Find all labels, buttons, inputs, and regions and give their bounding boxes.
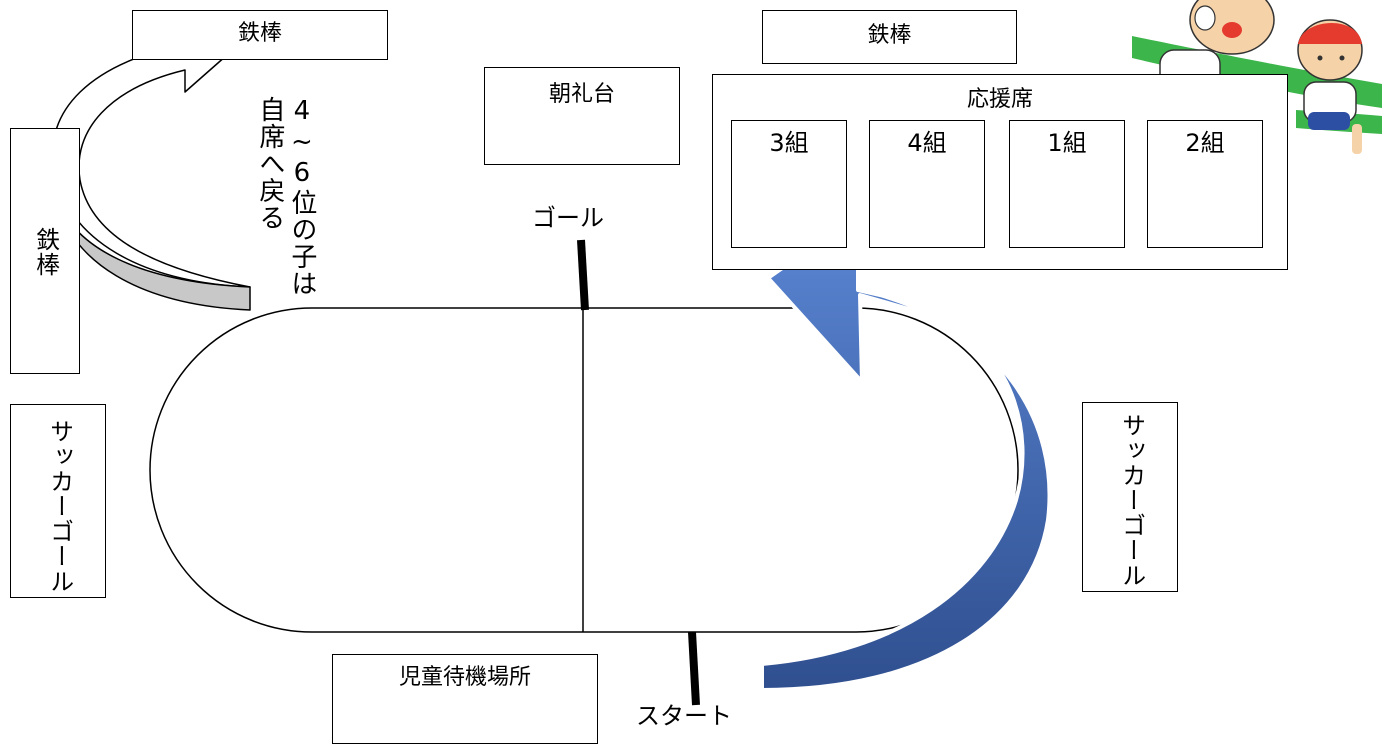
group-box-4: 2組 xyxy=(1147,120,1263,248)
group-box-1: 3組 xyxy=(731,120,847,248)
group-label: 3組 xyxy=(769,129,809,157)
assembly-stand-label: 朝礼台 xyxy=(548,82,615,107)
return-note-line1: 4~6位の子は xyxy=(286,96,317,297)
start-label: スタート xyxy=(636,702,732,730)
group-label: 2組 xyxy=(1185,129,1225,157)
waiting-area-label: 児童待機場所 xyxy=(398,665,531,690)
iron-bar-left-label: 鉄棒 xyxy=(31,227,60,277)
iron-bar-top-right-label: 鉄棒 xyxy=(867,23,912,48)
return-note-line2: 自席へ戻る xyxy=(254,96,285,231)
soccer-goal-right: サッカーゴール xyxy=(1082,402,1178,592)
soccer-goal-left: サッカーゴール xyxy=(10,404,106,598)
start-marker xyxy=(688,631,700,706)
iron-bar-top-left-label: 鉄棒 xyxy=(237,21,282,46)
assembly-stand: 朝礼台 xyxy=(484,67,680,165)
group-box-2: 4組 xyxy=(869,120,985,248)
goal-label: ゴール xyxy=(532,204,604,232)
group-label: 4組 xyxy=(907,129,947,157)
cheer-area: 応援席 3組 4組 1組 2組 xyxy=(712,74,1288,270)
blue-return-arrow xyxy=(760,213,1052,692)
soccer-goal-left-label: サッカーゴール xyxy=(45,419,74,594)
group-box-3: 1組 xyxy=(1009,120,1125,248)
soccer-goal-right-label: サッカーゴール xyxy=(1117,413,1146,588)
running-track xyxy=(149,307,1019,633)
group-label: 1組 xyxy=(1047,129,1087,157)
gray-exit-arrow xyxy=(51,19,251,311)
iron-bar-left: 鉄棒 xyxy=(10,128,80,374)
goal-marker xyxy=(577,239,589,311)
waiting-area: 児童待機場所 xyxy=(332,654,598,744)
iron-bar-top-left: 鉄棒 xyxy=(132,10,388,60)
cheer-area-label: 応援席 xyxy=(966,87,1033,112)
iron-bar-top-right: 鉄棒 xyxy=(762,10,1017,64)
